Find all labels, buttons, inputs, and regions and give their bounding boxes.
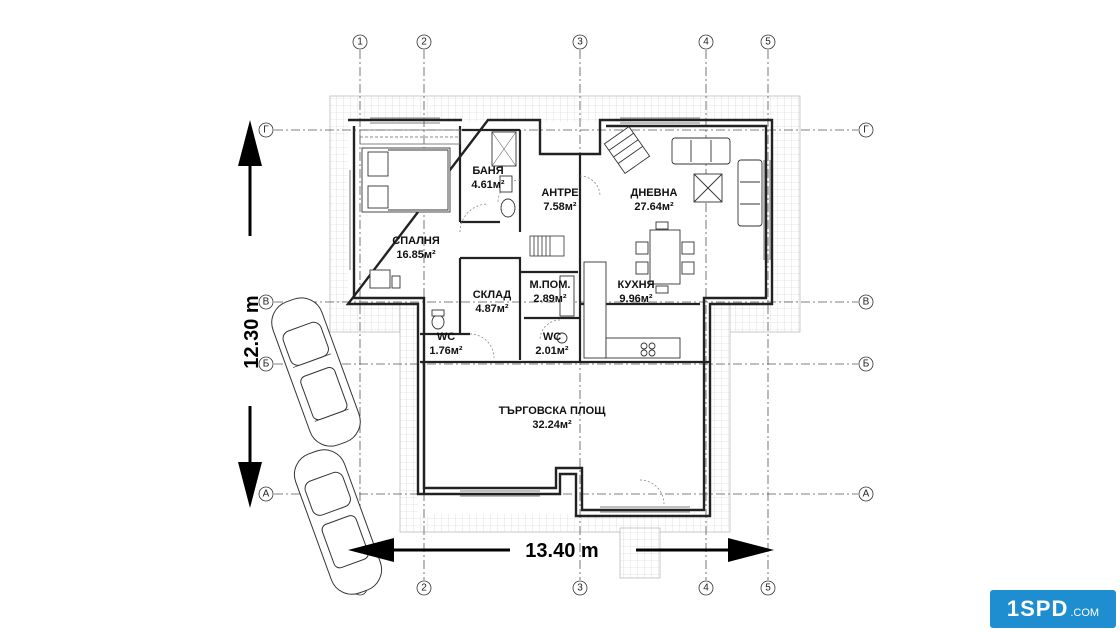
- room-name-spalnya: СПАЛНЯ: [392, 235, 440, 247]
- car-top: [271, 297, 361, 447]
- room-name-antre: АНТРЕ: [541, 187, 578, 199]
- axis-label-left-g: Г: [263, 125, 269, 136]
- room-name-m-pom: М.ПОМ.: [530, 279, 571, 291]
- coffee-table: [693, 173, 723, 203]
- room-name-wc-1: WC: [437, 331, 455, 343]
- brand-logo-main: 1SPD: [1006, 596, 1069, 621]
- axis-label-bottom-4: 4: [703, 583, 709, 594]
- axis-label-top-1: 1: [357, 37, 363, 48]
- room-area-kuhnya: 9.96м²: [619, 293, 653, 305]
- room-name-banya: БАНЯ: [472, 165, 503, 177]
- room-area-dnevna: 27.64м²: [634, 201, 674, 213]
- room-name-wc-2: WC: [543, 331, 561, 343]
- car-bottom: [293, 449, 383, 595]
- axis-label-bottom-5: 5: [765, 583, 771, 594]
- axis-label-right-v: В: [863, 297, 870, 308]
- desk-chair: [369, 269, 401, 289]
- dining-table: [635, 221, 695, 294]
- width-dimension: 13.40 m: [525, 540, 598, 562]
- bed: [361, 147, 451, 213]
- room-area-antre: 7.58м²: [543, 201, 577, 213]
- height-dimension: 12.30 m: [241, 295, 263, 368]
- axis-label-right-g: Г: [863, 125, 869, 136]
- room-name-sklad: СКЛАД: [473, 289, 512, 301]
- axis-label-top-2: 2: [421, 37, 427, 48]
- room-name-kuhnya: КУХНЯ: [617, 279, 654, 291]
- room-name-dnevna: ДНЕВНА: [631, 187, 678, 199]
- width-dimension-arrows: [348, 538, 774, 562]
- axis-label-top-3: 3: [577, 37, 583, 48]
- windows: [349, 117, 771, 513]
- axis-label-top-4: 4: [703, 37, 709, 48]
- room-area-spalnya: 16.85м²: [396, 249, 436, 261]
- room-area-targovska-plosht: 32.24м²: [532, 419, 572, 431]
- height-dimension-arrows: [238, 120, 262, 508]
- room-area-banya: 4.61м²: [471, 179, 505, 191]
- axis-label-right-b: Б: [863, 359, 870, 370]
- axis-label-bottom-2: 2: [421, 583, 427, 594]
- room-area-wc-2: 2.01м²: [535, 345, 569, 357]
- axis-label-left-b: Б: [263, 359, 270, 370]
- bathroom-fixtures: [431, 131, 575, 344]
- axis-label-top-5: 5: [765, 37, 771, 48]
- wardrobe: [359, 129, 461, 145]
- axis-label-left-a: А: [263, 489, 270, 500]
- kitchen-counter: [583, 261, 681, 359]
- sofa: [671, 137, 763, 227]
- brand-logo: 1SPD.COM: [990, 590, 1116, 628]
- axis-label-right-a: А: [863, 489, 870, 500]
- room-area-sklad: 4.87м²: [475, 303, 509, 315]
- axis-label-bottom-3: 3: [577, 583, 583, 594]
- room-area-m-pom: 2.89м²: [533, 293, 567, 305]
- brand-logo-suffix: .COM: [1070, 607, 1100, 619]
- stairs: [529, 235, 565, 257]
- room-area-wc-1: 1.76м²: [429, 345, 463, 357]
- fireplace: [603, 126, 651, 174]
- room-name-targovska-plosht: ТЪРГОВСКА ПЛОЩ: [499, 405, 607, 417]
- axis-label-left-v: В: [263, 297, 270, 308]
